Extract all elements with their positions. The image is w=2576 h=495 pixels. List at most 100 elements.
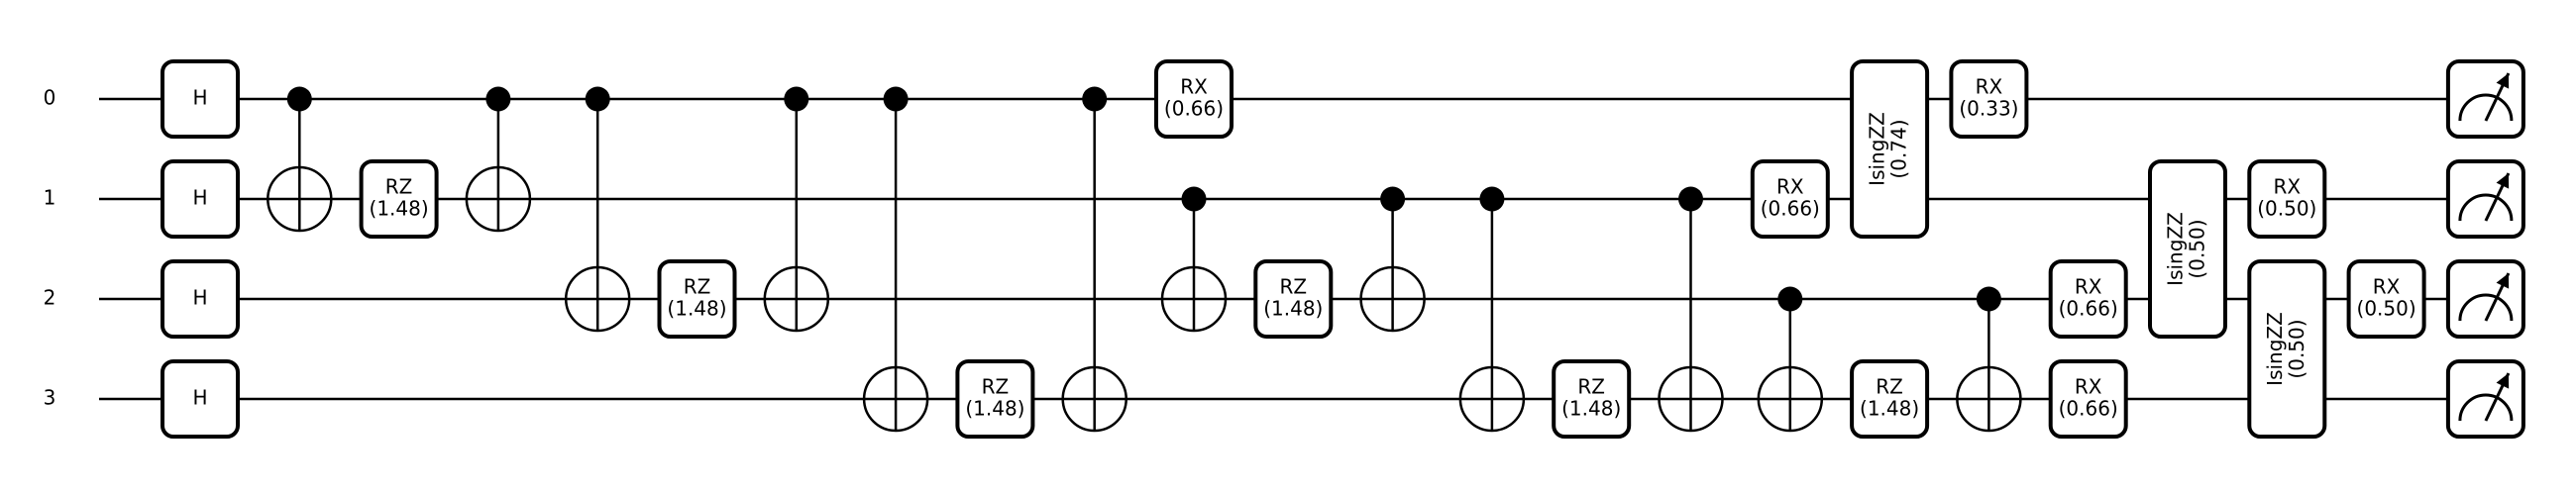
gate-label: (0.33) xyxy=(1959,97,2018,121)
ops-layer: HHHHRZ(1.48)RZ(1.48)RZ(1.48)RX(0.66)RZ(1… xyxy=(161,59,2525,439)
gate-label: (0.50) xyxy=(2285,319,2308,378)
cnot-gate xyxy=(1757,286,1824,433)
wire-label: 0 xyxy=(44,86,56,110)
gate-label: RZ xyxy=(684,275,711,299)
gate-box xyxy=(657,259,737,339)
meter-box xyxy=(2445,159,2525,239)
gate-box xyxy=(359,159,439,239)
control-dot xyxy=(485,86,511,112)
gate-box xyxy=(1949,59,2029,139)
rx-gate: RX(0.50) xyxy=(2247,159,2327,239)
gate-label: RZ xyxy=(982,375,1010,399)
gate-box xyxy=(161,59,240,139)
gate-label: RX xyxy=(1180,75,1208,99)
meter-box xyxy=(2445,359,2525,439)
gate-box xyxy=(1552,359,1632,439)
gate-label: IsingZZ xyxy=(2263,312,2287,386)
meter-arc xyxy=(2458,193,2514,222)
rx-gate: RX(0.66) xyxy=(2048,359,2128,439)
control-dot xyxy=(1181,186,1207,212)
h-gate: H xyxy=(161,59,240,139)
gate-label: (0.50) xyxy=(2186,219,2209,278)
rz-gate: RZ(1.48) xyxy=(1253,259,1334,339)
gate-box xyxy=(2247,259,2327,439)
gate-box xyxy=(1253,259,1334,339)
links-layer xyxy=(298,99,1990,431)
cnot-gate xyxy=(267,86,333,233)
gate-label: (1.48) xyxy=(1561,397,1621,421)
gate-box xyxy=(1154,59,1234,139)
gate-label: RZ xyxy=(1876,375,1903,399)
measure-icon xyxy=(2445,359,2525,439)
gate-box xyxy=(161,359,240,439)
gate-box xyxy=(2346,259,2426,339)
gate-box xyxy=(955,359,1035,439)
control-dot xyxy=(883,86,909,112)
gate-box xyxy=(2247,159,2327,239)
gate-label: H xyxy=(192,186,207,210)
gate-label: (0.50) xyxy=(2357,297,2416,321)
cnot-gate xyxy=(1160,186,1228,333)
cnot-gate xyxy=(1956,286,2022,433)
control-dot xyxy=(286,86,312,112)
gate-label: (1.48) xyxy=(1860,397,1919,421)
rz-gate: RZ(1.48) xyxy=(359,159,439,239)
gate-box xyxy=(1850,359,1930,439)
gate-label: (0.50) xyxy=(2257,197,2316,221)
gate-label: (0.66) xyxy=(1164,97,1224,121)
meter-box xyxy=(2445,59,2525,139)
control-dot xyxy=(1777,286,1803,312)
isingzz-gate: IsingZZ(0.74) xyxy=(1850,59,1930,239)
gate-box xyxy=(1850,59,1930,239)
meter-arrowhead xyxy=(2496,73,2510,89)
meter-arrowhead xyxy=(2496,173,2510,189)
gate-label: IsingZZ xyxy=(1866,112,1889,186)
meter-arc xyxy=(2458,93,2514,122)
gate-label: (1.48) xyxy=(1263,297,1323,321)
gate-label: RX xyxy=(2273,175,2301,199)
cnot-gate xyxy=(763,86,830,333)
rx-gate: RX(0.33) xyxy=(1949,59,2029,139)
rx-gate: RX(0.66) xyxy=(2048,259,2128,339)
rz-gate: RZ(1.48) xyxy=(1850,359,1930,439)
measure-icon xyxy=(2445,59,2525,139)
gate-box xyxy=(2048,259,2128,339)
meter-arrowhead xyxy=(2496,273,2510,289)
gate-label: (1.48) xyxy=(667,297,726,321)
rx-gate: RX(0.50) xyxy=(2346,259,2426,339)
gate-label: RX xyxy=(1776,175,1804,199)
isingzz-gate: IsingZZ(0.50) xyxy=(2148,159,2227,339)
h-gate: H xyxy=(161,359,240,439)
cnot-gate xyxy=(862,86,929,433)
control-dot xyxy=(585,86,610,112)
rz-gate: RZ(1.48) xyxy=(657,259,737,339)
wire-label: 2 xyxy=(44,286,56,310)
control-dot xyxy=(784,86,809,112)
cnot-gate xyxy=(1458,186,1526,433)
cnot-gate xyxy=(564,86,631,333)
gate-box xyxy=(2048,359,2128,439)
gate-label: (0.66) xyxy=(2059,297,2118,321)
meter-arc xyxy=(2458,293,2514,322)
gate-label: (0.74) xyxy=(1887,119,1911,178)
gate-box xyxy=(2148,159,2227,339)
rz-gate: RZ(1.48) xyxy=(1552,359,1632,439)
gate-label: H xyxy=(192,386,207,410)
gate-box xyxy=(1750,159,1830,239)
gate-box xyxy=(161,159,240,239)
control-dot xyxy=(1380,186,1406,212)
gate-box xyxy=(161,259,240,339)
gate-label: RX xyxy=(2373,275,2401,299)
gate-label: RX xyxy=(2075,275,2102,299)
wire-label: 3 xyxy=(44,386,56,410)
gate-label: (0.66) xyxy=(1761,197,1820,221)
rz-gate: RZ(1.48) xyxy=(955,359,1035,439)
measure-icon xyxy=(2445,159,2525,239)
control-dot xyxy=(1082,86,1108,112)
h-gate: H xyxy=(161,159,240,239)
gate-label: RX xyxy=(1976,75,2003,99)
gate-label: RX xyxy=(2075,375,2102,399)
cnot-gate xyxy=(465,86,532,233)
